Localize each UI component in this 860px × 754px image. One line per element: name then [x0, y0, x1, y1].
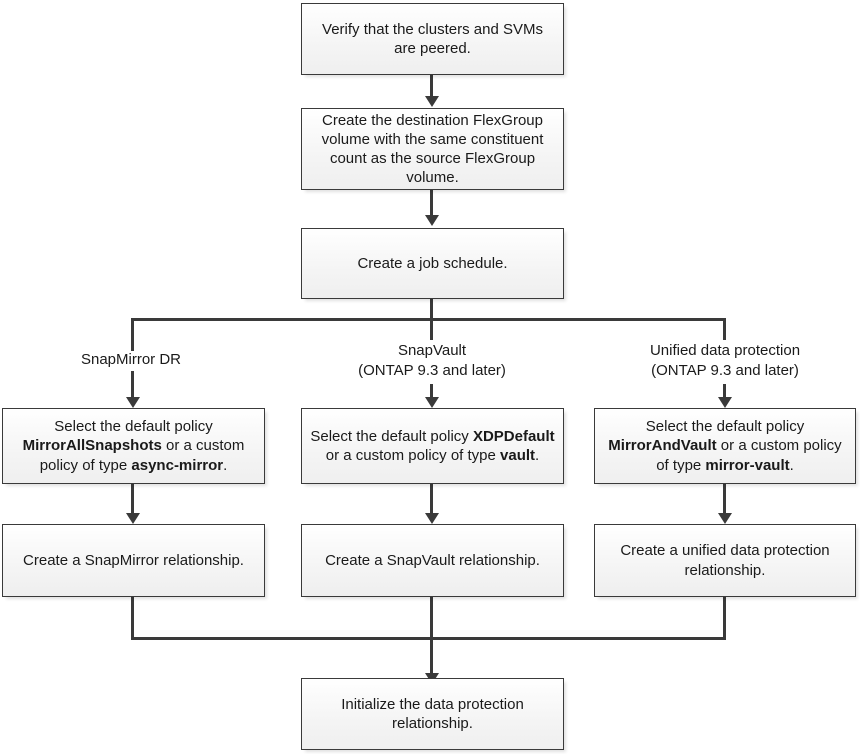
connector-verify-to-create-destination [430, 75, 433, 99]
connector-destination-to-job-schedule [430, 190, 433, 218]
arrowhead-rel-unified [717, 513, 732, 524]
arrowhead-snapvault-policy [424, 397, 439, 408]
arrowhead-rel-snapmirror [125, 513, 140, 524]
node-initialize-relationship-label: Initialize the data protection relations… [341, 695, 524, 732]
node-create-unified-relationship-label: Create a unified data protection relatio… [620, 542, 830, 579]
node-policy-unified-label: Select the default policy MirrorAndVault… [608, 418, 842, 474]
node-verify-peered-label: Verify that the clusters and SVMs are pe… [322, 20, 543, 57]
merge-bus-horizontal [131, 637, 726, 640]
split-leg-snapmirror [131, 318, 134, 351]
connector-job-schedule-to-split-bus [430, 299, 433, 320]
arrowhead-unified-policy [717, 397, 732, 408]
merge-leg-unified [723, 597, 726, 640]
node-create-snapmirror-relationship: Create a SnapMirror relationship. [2, 524, 265, 597]
split-bus-horizontal [131, 318, 726, 321]
node-create-job-schedule: Create a job schedule. [301, 228, 564, 299]
connector-snapvault-label-to-policy [430, 384, 433, 400]
connector-unified-label-to-policy [723, 384, 726, 400]
node-policy-snapmirror: Select the default policy MirrorAllSnaps… [2, 408, 265, 484]
split-leg-unified [723, 318, 726, 340]
connector-merge-to-initialize [430, 597, 433, 678]
branch-label-snapvault: SnapVault (ONTAP 9.3 and later) [358, 342, 506, 379]
connector-policy-to-rel-unified [723, 484, 726, 516]
node-create-snapvault-relationship-label: Create a SnapVault relationship. [325, 551, 540, 569]
node-create-job-schedule-label: Create a job schedule. [357, 254, 508, 272]
branch-label-snapmirror: SnapMirror DR [80, 351, 182, 368]
node-create-snapvault-relationship: Create a SnapVault relationship. [301, 524, 564, 597]
arrowhead-destination-to-job-schedule [424, 215, 439, 226]
node-create-unified-relationship: Create a unified data protection relatio… [594, 524, 856, 597]
connector-snapmirror-label-to-policy [131, 371, 134, 400]
connector-policy-to-rel-snapvault [430, 484, 433, 516]
merge-leg-snapmirror [131, 597, 134, 640]
connector-policy-to-rel-snapmirror [131, 484, 134, 516]
node-create-destination-volume-label: Create the destination FlexGroup volume … [321, 111, 544, 187]
arrowhead-rel-snapvault [424, 513, 439, 524]
node-policy-snapvault: Select the default policy XDPDefault or … [301, 408, 564, 484]
node-initialize-relationship: Initialize the data protection relations… [301, 678, 564, 750]
node-create-destination-volume: Create the destination FlexGroup volume … [301, 108, 564, 190]
node-verify-peered: Verify that the clusters and SVMs are pe… [301, 3, 564, 75]
arrowhead-verify-to-create-destination [424, 96, 439, 107]
arrowhead-snapmirror-policy [125, 397, 140, 408]
split-leg-snapvault [430, 318, 433, 340]
branch-label-unified: Unified data protection (ONTAP 9.3 and l… [649, 342, 801, 379]
node-policy-snapvault-label: Select the default policy XDPDefault or … [310, 427, 555, 464]
node-policy-snapmirror-label: Select the default policy MirrorAllSnaps… [22, 418, 245, 474]
node-create-snapmirror-relationship-label: Create a SnapMirror relationship. [23, 551, 244, 569]
node-policy-unified: Select the default policy MirrorAndVault… [594, 408, 856, 484]
